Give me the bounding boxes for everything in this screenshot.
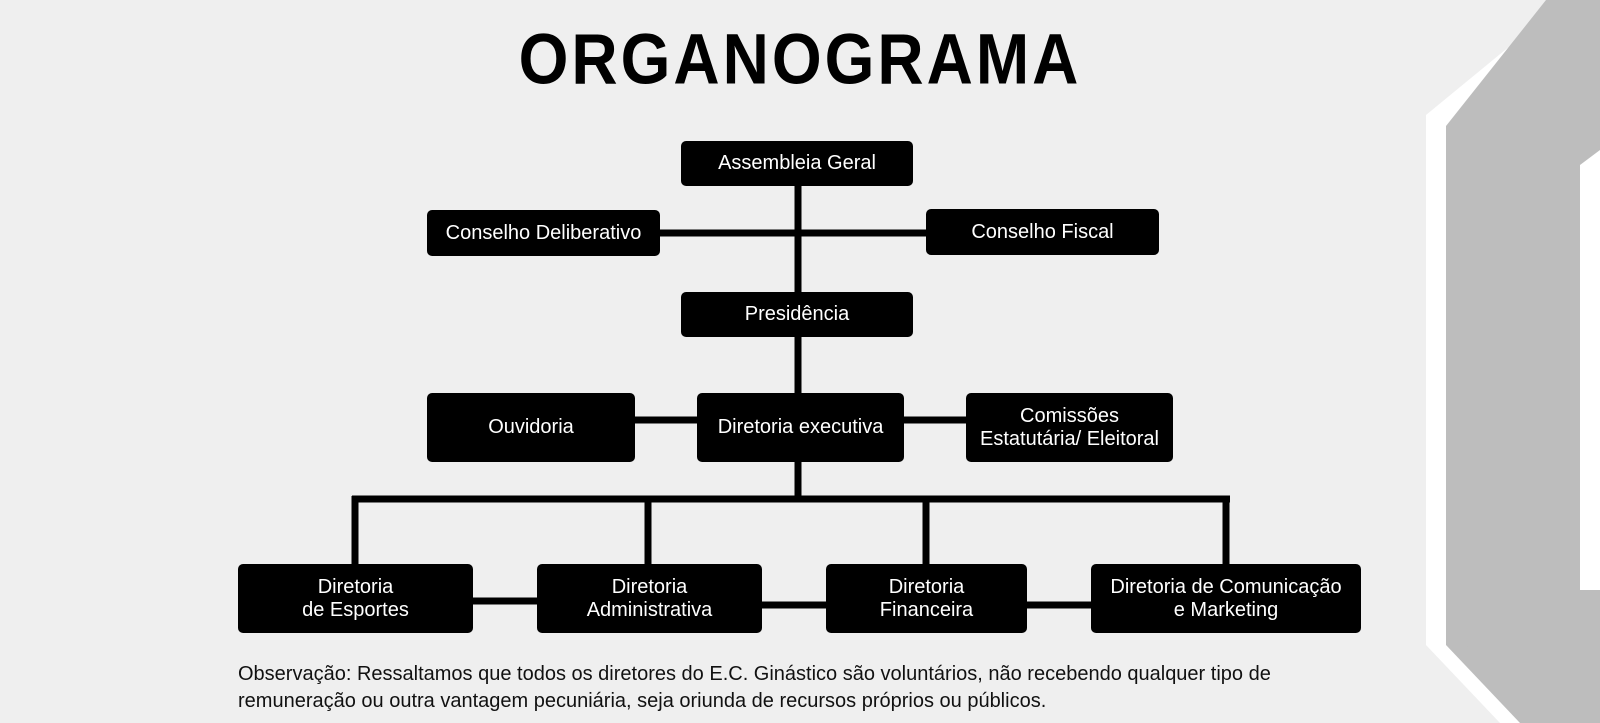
node-diretoria-esportes: Diretoria de Esportes (238, 564, 473, 633)
page-title: ORGANOGRAMA (518, 18, 1082, 100)
node-conselho-deliberativo: Conselho Deliberativo (427, 210, 660, 256)
node-diretoria-financeira: Diretoria Financeira (826, 564, 1027, 633)
node-comissoes: Comissões Estatutária/ Eleitoral (966, 393, 1173, 462)
deco-inner-white (1580, 150, 1600, 590)
node-conselho-fiscal: Conselho Fiscal (926, 209, 1159, 255)
node-ouvidoria: Ouvidoria (427, 393, 635, 462)
node-diretoria-administrativa: Diretoria Administrativa (537, 564, 762, 633)
node-assembleia-geral: Assembleia Geral (681, 141, 913, 186)
footnote: Observação: Ressaltamos que todos os dir… (238, 663, 1271, 712)
node-diretoria-comunicacao: Diretoria de Comunicação e Marketing (1091, 564, 1361, 633)
node-diretoria-executiva: Diretoria executiva (697, 393, 904, 462)
deco-gray-fill (1466, 0, 1600, 723)
node-presidencia: Presidência (681, 292, 913, 337)
